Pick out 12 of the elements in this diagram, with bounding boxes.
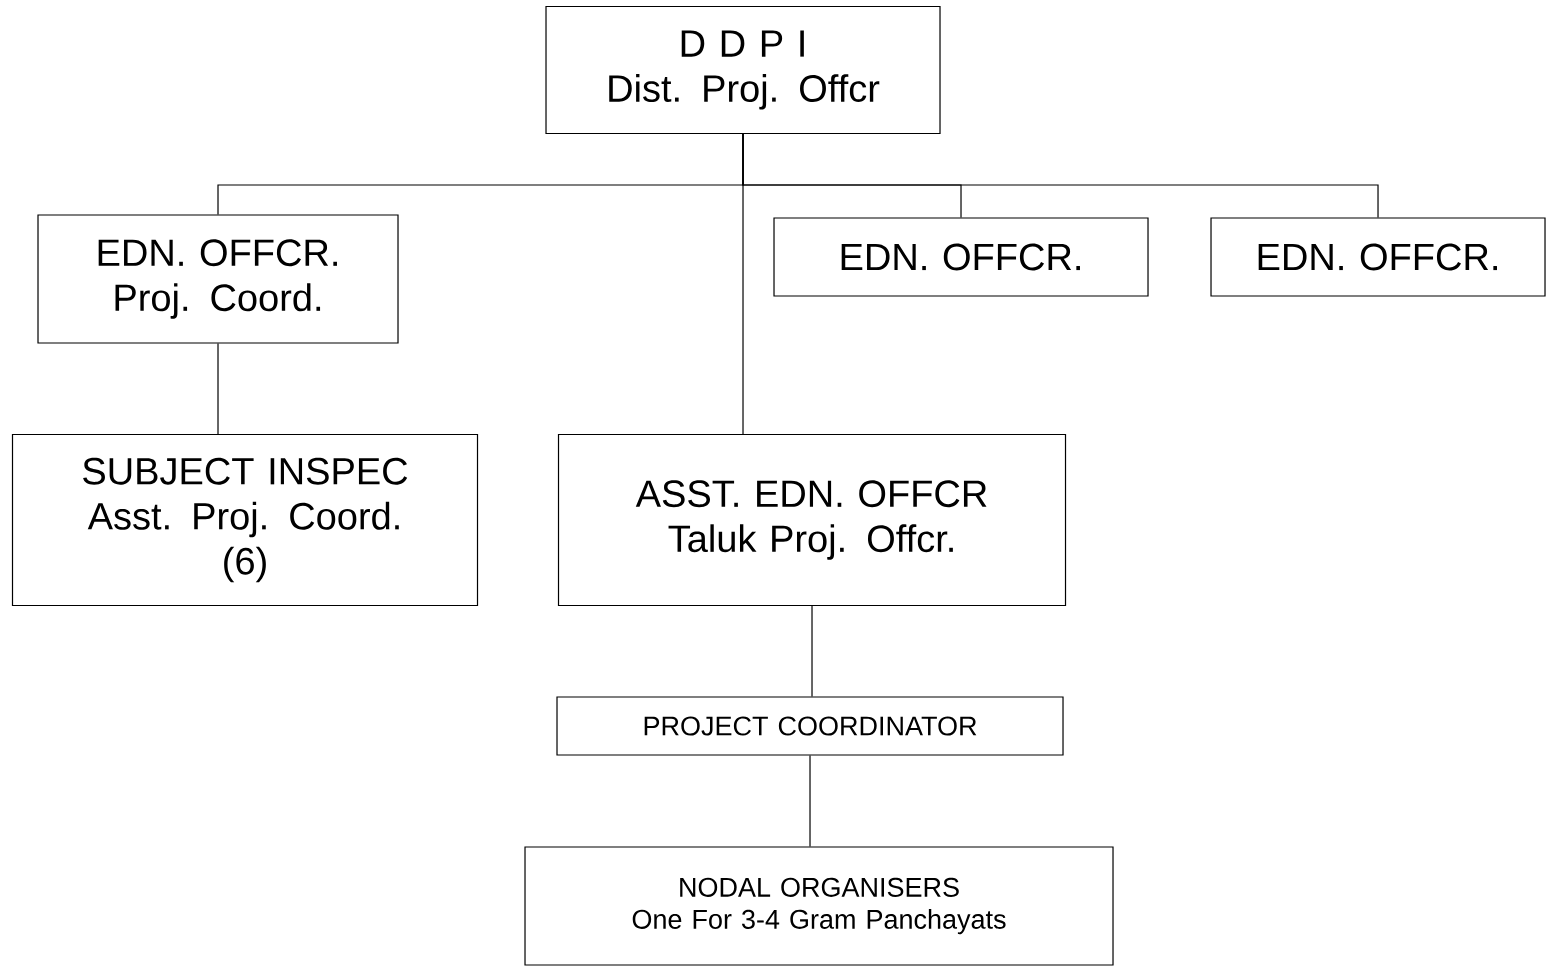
org-box: PROJECT COORDINATOR (556, 696, 1064, 756)
connector-line (217, 343, 219, 435)
org-box: EDN. OFFCR. Proj. Coord. (37, 214, 399, 344)
connector-line (809, 755, 811, 847)
org-box: D D P I Dist. Proj. Offcr (545, 5, 941, 135)
org-box: ASST. EDN. OFFCR Taluk Proj. Offcr. (557, 433, 1067, 607)
org-box: NODAL ORGANISERS One For 3-4 Gram Panchayats (524, 846, 1114, 966)
org-box: EDN. OFFCR. (773, 217, 1149, 297)
connector-line (811, 605, 813, 697)
org-box: SUBJECT INSPEC Asst. Proj. Coord. (6) (11, 433, 479, 607)
org-box: EDN. OFFCR. (1210, 217, 1546, 297)
connector-line (742, 133, 744, 435)
